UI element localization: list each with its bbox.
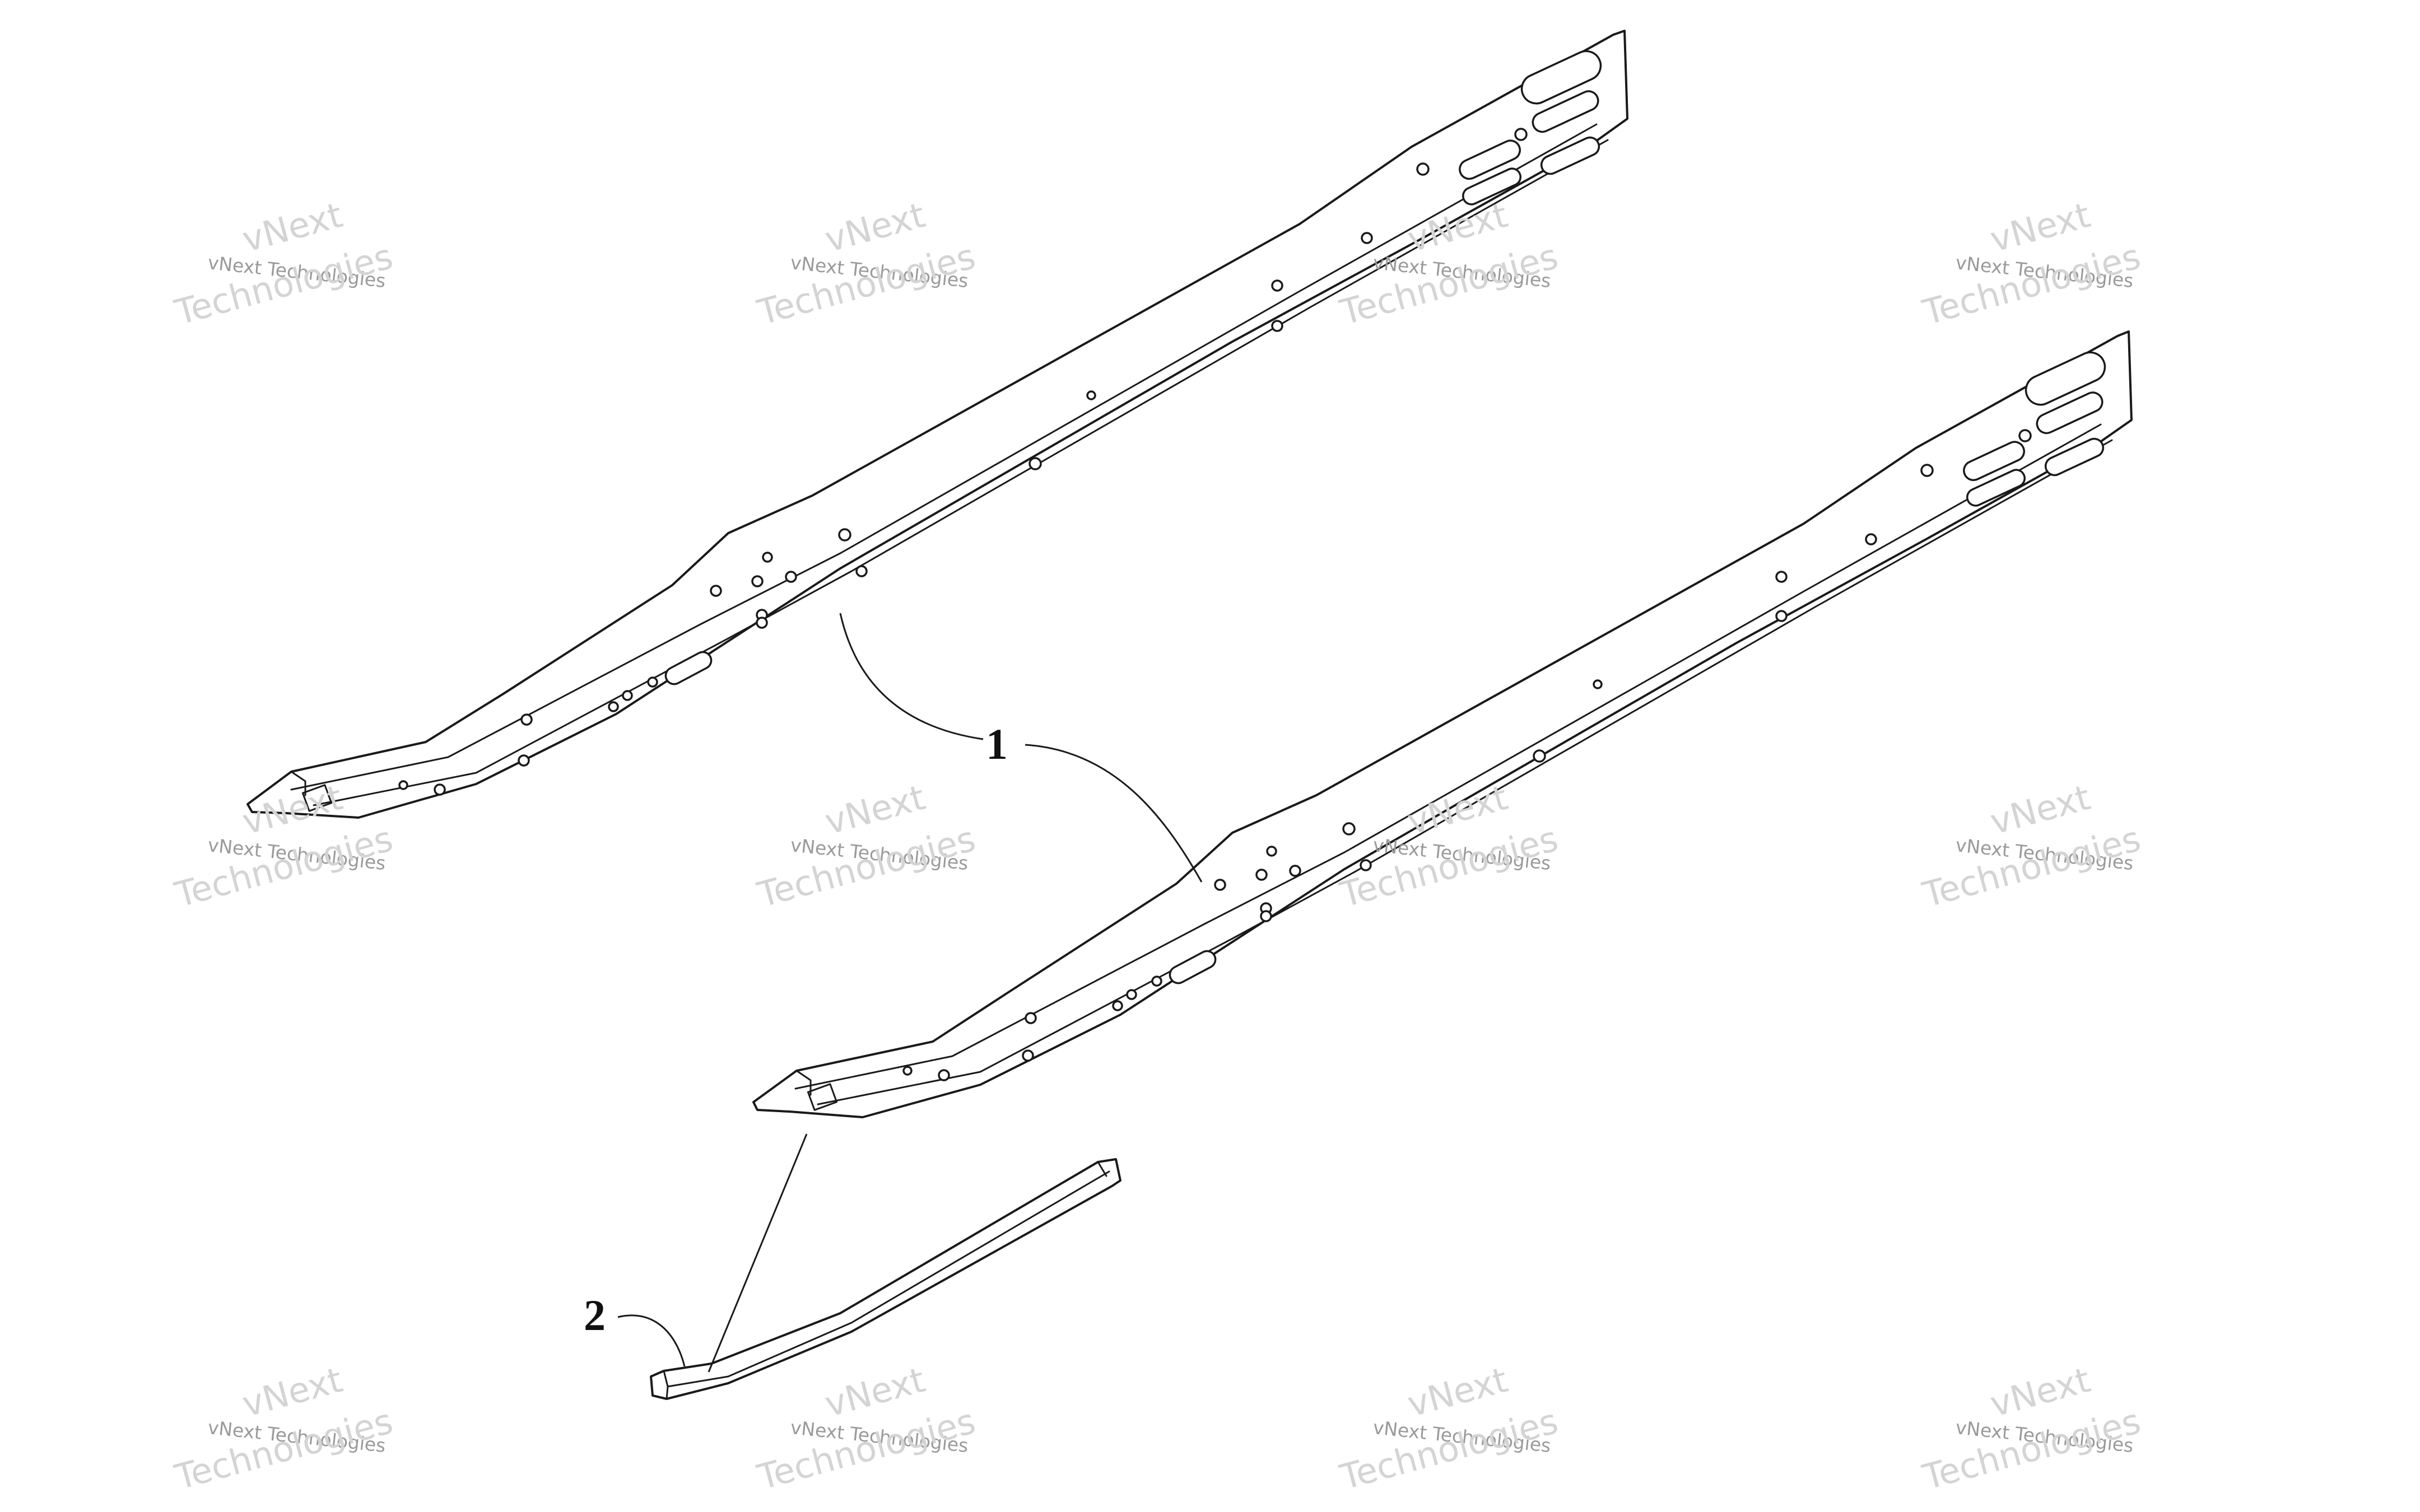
leader-lines [617,613,1203,1373]
watermark: vNext vNext Technologies Technologies [1918,1359,2145,1498]
watermark: vNext vNext Technologies Technologies [753,194,980,333]
slide-rail-upper [246,30,1628,819]
watermark: vNext vNext Technologies Technologies [1918,194,2145,333]
watermark: vNext vNext Technologies Technologies [170,1359,397,1498]
watermark-grid: vNext vNext Technologies Technologies vN… [170,194,2145,1498]
watermark: vNext vNext Technologies Technologies [170,194,397,333]
watermark: vNext vNext Technologies Technologies [753,777,980,916]
callout-2: 2 [584,1291,606,1340]
callout-1: 1 [986,720,1008,768]
watermark: vNext vNext Technologies Technologies [1918,777,2145,916]
wear-strip [650,1158,1121,1400]
slide-rail-lower [752,330,2133,1118]
watermark: vNext vNext Technologies Technologies [753,1359,980,1498]
watermark: vNext vNext Technologies Technologies [1335,1359,1562,1498]
